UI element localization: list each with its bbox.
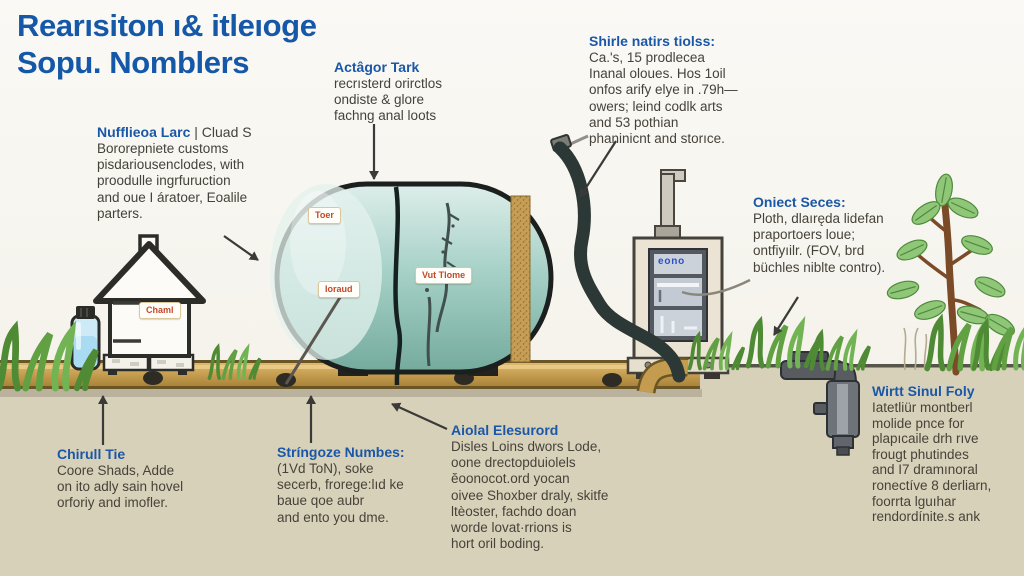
diagram-title: Rearısiton ı& itleıoge Sopu. Nomblers [17, 7, 317, 81]
callout-text-line: Iatetliür montberl [872, 400, 973, 415]
callout-text-line: ĕoonocot.ord yocan [451, 471, 570, 487]
callout-text-line: Ca.'s, 15 prodlecea [589, 50, 705, 65]
callout-text-line: secerb, frorege:lıd ke [277, 477, 404, 493]
callout-text-line: Bororepniete customs [97, 141, 229, 156]
callout-heading: Wirtt Sinul Foly [872, 383, 975, 399]
callout-text-line: onfos arify elye in .79h— [589, 82, 738, 98]
callout-text-line: pisdariousenclodes, with [97, 157, 245, 173]
callout-text-line: hort oril boding. [451, 536, 545, 552]
callout-text-line: praportoers loue; [753, 227, 856, 243]
callout-text-line: frougt phutindes [872, 446, 969, 462]
callout-text-line: and oue I áratoer, Eoalile [97, 189, 248, 205]
callout-bottom-mid: Aiolal Elesurord Disles Loins dwors Lode… [451, 422, 691, 552]
callout-text-line: and ento you dme. [277, 509, 389, 525]
callout-text-line: foorrta lguıhar [872, 493, 957, 509]
callout-text-line: Coore Shads, Adde [57, 463, 175, 478]
callout-text-line: and I7 dramınoral [872, 462, 978, 478]
callout-text-line: Ploth, dlaıręda lidefan [753, 211, 884, 226]
title-line-2: Sopu. Nomblers [17, 45, 250, 80]
callout-heading: Shirle natirs tiolss: [589, 33, 716, 49]
callout-text-line: büchles niblte contro). [753, 259, 886, 275]
callout-text-line: parters. [97, 205, 143, 221]
dried-grass [903, 327, 928, 371]
panel-display-text: eono [658, 256, 686, 267]
callout-top-right: Shirle natirs tiolss: Ca.'s, 15 prodlece… [589, 33, 824, 147]
callout-heading: Chirull Tie [57, 446, 126, 462]
label-tank-mid: Vut Tlome [415, 267, 473, 284]
callout-heading: Oniect Seces: [753, 194, 846, 210]
callout-text-line: fachng anal loots [334, 108, 437, 124]
callout-text-line: ondiste & glore [334, 92, 425, 108]
callout-text-line: molide pnce for [872, 415, 965, 431]
tree-illustration [884, 172, 1019, 376]
callout-text-line: and 53 pothian [589, 114, 679, 130]
callout-text-line: ltèoster, fachdo doan [451, 503, 577, 519]
callout-text-line: owers; leind codlk arts [589, 98, 723, 114]
callout-text-line: baue qoe aubr [277, 493, 365, 509]
callout-text-line: proodulle ingrfuruction [97, 173, 231, 189]
callout-heading: Actâgor Tark [334, 59, 420, 75]
callout-heading: Aiolal Elesurord [451, 422, 559, 438]
callout-text-line: ronectíve 8 derliarn, [872, 477, 992, 493]
callout-text-line: oone drectopduiolels [451, 455, 576, 471]
callout-text-line: on ito adly sain hovel [57, 479, 184, 495]
callout-text-line: ontfiyıilr. (FOV, brd [753, 243, 865, 259]
label-tank-top: Toer [308, 207, 341, 224]
label-house: Chaml [139, 302, 181, 319]
callout-text-line: phaninicnt and storıce. [589, 131, 725, 147]
callout-arrows [98, 124, 799, 445]
septic-tank-illustration [270, 181, 554, 386]
callout-body: Disles Loins dwors Lode,oone drectopduio… [451, 439, 691, 552]
hose-illustration [550, 134, 686, 383]
callout-text-line: worde lovat·rrions is [451, 520, 572, 536]
callout-text-line: Disles Loins dwors Lode, [451, 439, 602, 454]
callout-top-left: Nufflieoa Larc | Cluad S Bororepniete cu… [97, 124, 332, 222]
callout-text-line: plapıcaile drh rıve [872, 431, 979, 447]
callout-heading: Stríngoze Numbes: [277, 444, 405, 460]
callout-text-line: rendordínite.s ank [872, 509, 981, 525]
callout-text-line: (1Vd ToN), soke [277, 461, 374, 476]
title-line-1: Rearısiton ı& itleıoge [17, 8, 317, 43]
callout-heading: Nufflieoa Larc | Cluad S [97, 124, 252, 140]
label-tank-left: Ioraud [318, 281, 360, 298]
callout-text-line: Inanal oloues. Hos 1oil [589, 66, 726, 82]
callout-text-line: oivee Shoxber draly, skitfe [451, 487, 609, 503]
callout-text-line: orforiy and imofler. [57, 495, 169, 511]
callout-text-line: recrısterd orirctlos [334, 76, 443, 91]
